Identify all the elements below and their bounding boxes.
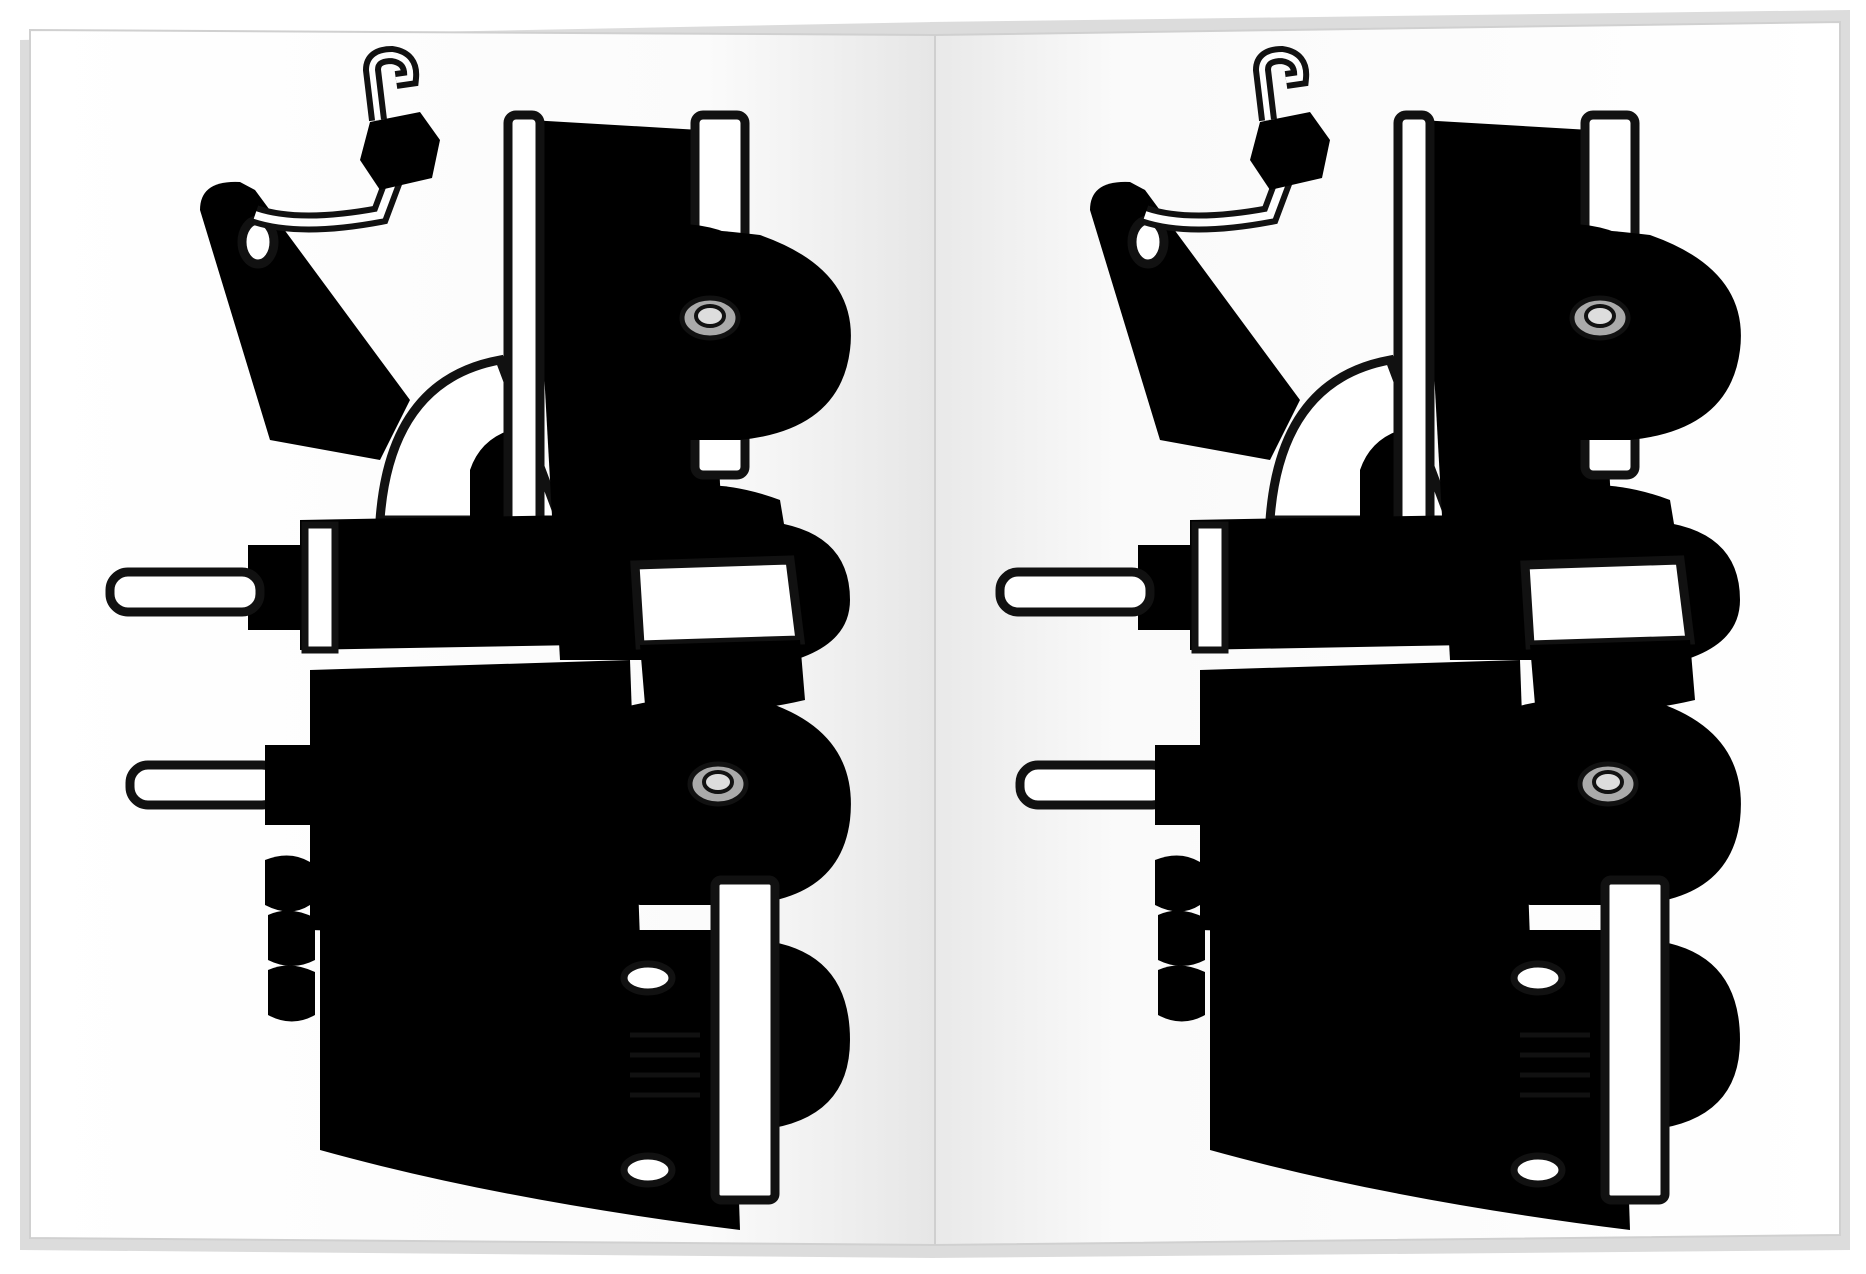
book-illustration: .colored .c-body { fill: #10a6c4; stroke… [20, 10, 1850, 1258]
coloring-book-spread: .colored .c-body { fill: #10a6c4; stroke… [20, 10, 1850, 1258]
